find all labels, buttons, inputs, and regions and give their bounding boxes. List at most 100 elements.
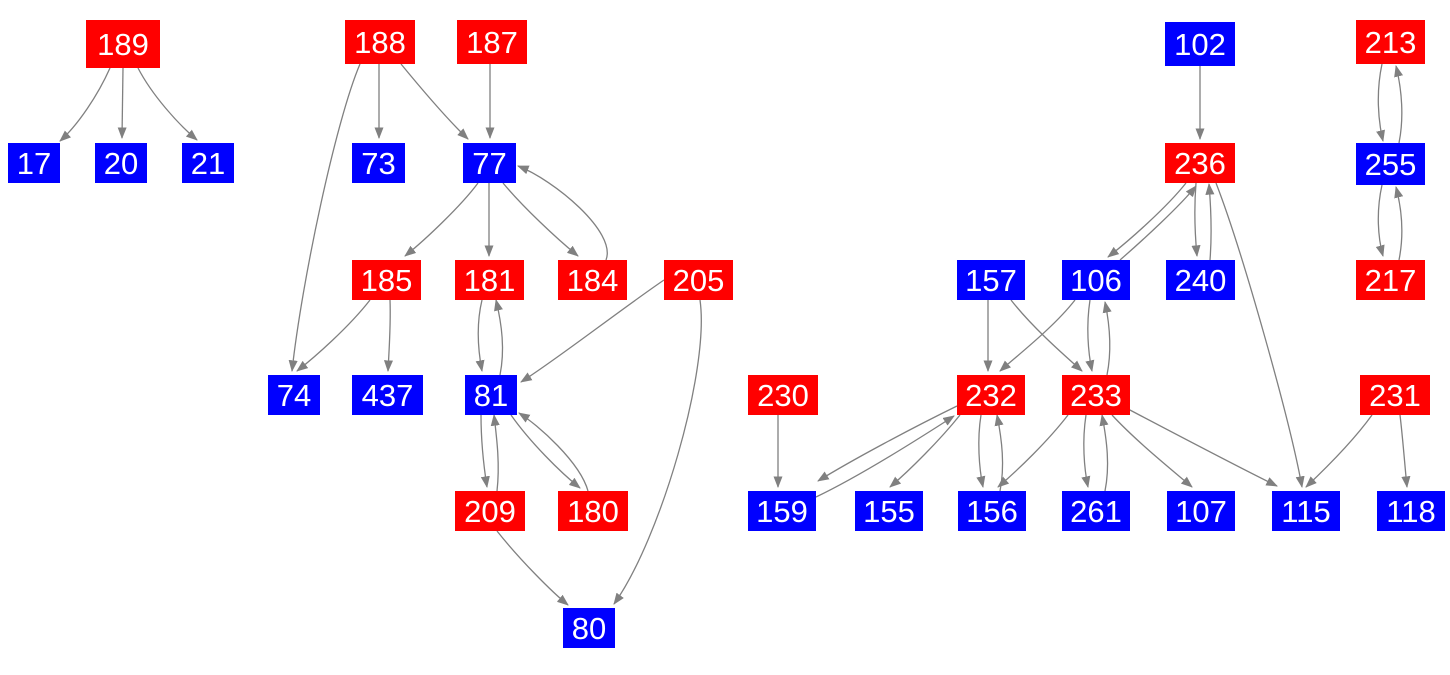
- node-label-102: 102: [1174, 26, 1226, 62]
- node-17[interactable]: 17: [8, 143, 60, 183]
- node-label-17: 17: [16, 145, 52, 181]
- node-81[interactable]: 81: [465, 375, 517, 415]
- edge-236-to-240: [1191, 182, 1201, 258]
- edge-209-to-81: [490, 413, 500, 492]
- node-255[interactable]: 255: [1356, 143, 1425, 185]
- node-240[interactable]: 240: [1166, 260, 1235, 300]
- edge-233-to-106: [1102, 300, 1112, 376]
- node-label-81: 81: [473, 377, 509, 413]
- node-232[interactable]: 232: [957, 375, 1025, 415]
- node-label-155: 155: [863, 493, 915, 529]
- node-20[interactable]: 20: [95, 143, 147, 183]
- node-label-80: 80: [571, 610, 607, 646]
- node-label-240: 240: [1174, 262, 1227, 298]
- node-189[interactable]: 189: [86, 20, 160, 68]
- edge-81-to-209: [480, 414, 490, 489]
- edge-188-to-77: [400, 63, 469, 140]
- node-230[interactable]: 230: [748, 375, 818, 415]
- node-label-115: 115: [1281, 493, 1331, 529]
- node-21[interactable]: 21: [182, 143, 234, 183]
- node-107[interactable]: 107: [1167, 491, 1235, 531]
- node-label-213: 213: [1364, 24, 1417, 60]
- node-236[interactable]: 236: [1165, 143, 1235, 183]
- edge-232-to-156: [976, 414, 986, 489]
- node-217[interactable]: 217: [1356, 260, 1425, 300]
- node-213[interactable]: 213: [1356, 20, 1425, 64]
- node-label-20: 20: [103, 145, 139, 181]
- node-188[interactable]: 188: [345, 20, 415, 64]
- edge-159-to-232: [815, 415, 955, 498]
- edge-77-to-185: [404, 182, 479, 257]
- edge-189-to-21: [137, 67, 198, 141]
- node-label-77: 77: [472, 145, 507, 181]
- edge-205-to-80: [613, 299, 702, 605]
- edge-232-to-159: [817, 405, 958, 482]
- edge-233-to-156: [997, 414, 1069, 488]
- node-label-188: 188: [354, 24, 406, 60]
- edge-157-to-233: [1010, 299, 1083, 372]
- node-157[interactable]: 157: [957, 260, 1025, 300]
- node-label-261: 261: [1070, 493, 1122, 529]
- node-209[interactable]: 209: [455, 491, 525, 531]
- node-label-21: 21: [190, 145, 226, 181]
- node-180[interactable]: 180: [558, 491, 628, 531]
- node-80[interactable]: 80: [563, 608, 615, 648]
- node-231[interactable]: 231: [1360, 375, 1430, 415]
- node-159[interactable]: 159: [748, 491, 816, 531]
- node-184[interactable]: 184: [558, 260, 627, 300]
- node-181[interactable]: 181: [455, 260, 524, 300]
- node-102[interactable]: 102: [1165, 22, 1235, 66]
- node-187[interactable]: 187: [457, 20, 527, 64]
- node-156[interactable]: 156: [958, 491, 1026, 531]
- edge-231-to-115: [1305, 414, 1373, 488]
- edge-233-to-107: [1111, 414, 1193, 488]
- edge-81-to-181: [494, 298, 504, 376]
- edge-180-to-81: [518, 412, 589, 492]
- edge-156-to-232: [994, 413, 1004, 492]
- edge-236-to-106: [1107, 182, 1187, 258]
- node-233[interactable]: 233: [1062, 375, 1130, 415]
- node-label-107: 107: [1175, 493, 1227, 529]
- node-label-209: 209: [464, 493, 516, 529]
- node-115[interactable]: 115: [1272, 491, 1340, 531]
- node-205[interactable]: 205: [664, 260, 733, 300]
- node-label-159: 159: [756, 493, 808, 529]
- edge-261-to-233: [1099, 413, 1109, 492]
- edge-217-to-255: [1394, 185, 1404, 261]
- edge-181-to-81: [475, 299, 485, 373]
- node-label-185: 185: [360, 262, 413, 298]
- node-label-233: 233: [1070, 377, 1122, 413]
- edge-213-to-255: [1376, 63, 1385, 143]
- edge-184-to-77: [517, 165, 608, 261]
- node-label-187: 187: [466, 24, 518, 60]
- edge-255-to-213: [1394, 64, 1403, 144]
- node-label-232: 232: [965, 377, 1017, 413]
- edge-185-to-74: [296, 299, 371, 372]
- edge-77-to-184: [502, 182, 579, 257]
- node-label-255: 255: [1364, 146, 1417, 182]
- edge-205-to-81: [520, 279, 665, 383]
- node-label-74: 74: [276, 377, 312, 413]
- edge-232-to-155: [889, 414, 961, 488]
- node-label-236: 236: [1174, 145, 1226, 181]
- node-155[interactable]: 155: [855, 491, 923, 531]
- node-label-73: 73: [361, 145, 396, 181]
- node-437[interactable]: 437: [352, 375, 423, 415]
- node-label-205: 205: [672, 262, 725, 298]
- edge-106-to-233: [1085, 299, 1095, 373]
- node-label-118: 118: [1386, 493, 1436, 529]
- node-74[interactable]: 74: [268, 375, 320, 415]
- node-77[interactable]: 77: [463, 143, 516, 183]
- node-106[interactable]: 106: [1062, 260, 1130, 300]
- edge-233-to-115: [1127, 408, 1278, 487]
- node-label-217: 217: [1364, 262, 1417, 298]
- node-73[interactable]: 73: [352, 143, 405, 183]
- node-118[interactable]: 118: [1377, 491, 1445, 531]
- node-185[interactable]: 185: [352, 260, 421, 300]
- edge-233-to-261: [1081, 414, 1091, 489]
- edge-189-to-20: [117, 67, 127, 140]
- edge-106-to-236: [1119, 185, 1197, 261]
- edge-209-to-80: [496, 530, 569, 606]
- node-261[interactable]: 261: [1062, 491, 1130, 531]
